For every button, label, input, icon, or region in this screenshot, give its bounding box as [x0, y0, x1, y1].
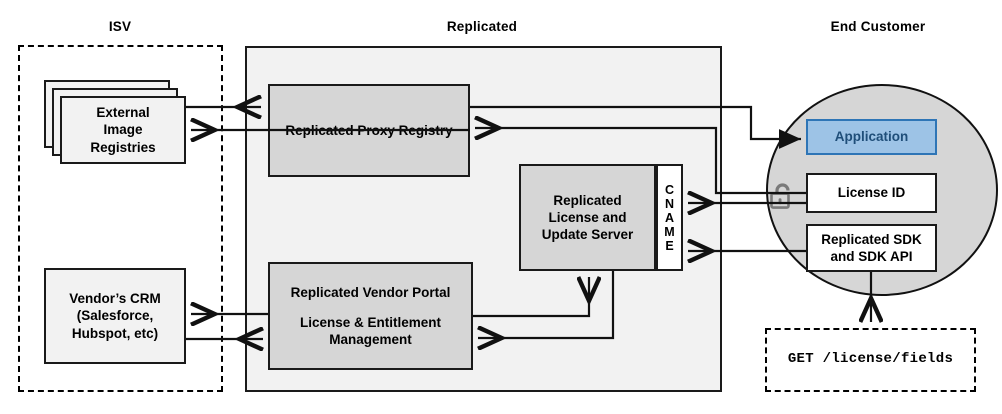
- api-call-boundary: [765, 328, 976, 392]
- vendor-portal-line-1: Replicated Vendor Portal: [290, 284, 451, 300]
- license-id-label: License ID: [837, 185, 906, 201]
- license-server-line-2: License and: [548, 209, 627, 225]
- unlock-icon: [766, 180, 800, 219]
- license-id-box[interactable]: License ID: [806, 173, 937, 213]
- sdk-line-2: and SDK API: [830, 249, 913, 264]
- application-label: Application: [834, 129, 909, 145]
- replicated-proxy-registry[interactable]: Replicated Proxy Registry: [268, 84, 470, 177]
- isv-boundary: [18, 45, 223, 392]
- cname-letter-e: E: [665, 238, 674, 253]
- api-call-box: GET /license/fields: [765, 328, 976, 392]
- registries-line-1: External: [96, 105, 150, 121]
- cname-letter-n: N: [664, 196, 675, 211]
- proxy-registry-label: Replicated Proxy Registry: [285, 122, 453, 138]
- lane-title-replicated: Replicated: [446, 19, 518, 34]
- registries-line-2: Image: [103, 122, 143, 138]
- lane-title-isv: ISV: [108, 19, 132, 34]
- crm-line-2: (Salesforce,: [76, 308, 154, 324]
- application-box[interactable]: Application: [806, 119, 937, 155]
- crm-line-3: Hubspot, etc): [71, 325, 159, 341]
- api-call-label: GET /license/fields: [787, 351, 954, 368]
- vendor-crm[interactable]: Vendor’s CRM (Salesforce, Hubspot, etc): [44, 268, 186, 364]
- registries-line-3: Registries: [90, 139, 156, 155]
- cname-strip[interactable]: C N A M E: [656, 164, 683, 271]
- license-server-line-1: Replicated: [553, 192, 622, 208]
- lane-title-end-customer: End Customer: [830, 19, 926, 34]
- cname-letter-a: A: [664, 210, 675, 225]
- license-server-line-3: Update Server: [541, 227, 634, 243]
- replicated-sdk-box[interactable]: Replicated SDK and SDK API: [806, 224, 937, 272]
- vendor-portal-line-2: License & Entitlement: [299, 314, 442, 330]
- vendor-portal-line-3: Management: [329, 332, 412, 348]
- replicated-license-update-server[interactable]: Replicated License and Update Server: [519, 164, 656, 271]
- cname-letter-c: C: [664, 182, 675, 197]
- external-image-registries[interactable]: External Image Registries: [60, 96, 186, 164]
- crm-line-1: Vendor’s CRM: [69, 291, 161, 307]
- replicated-vendor-portal[interactable]: Replicated Vendor Portal License & Entit…: [268, 262, 473, 370]
- cname-letter-m: M: [664, 224, 675, 239]
- sdk-line-1: Replicated SDK: [821, 231, 922, 247]
